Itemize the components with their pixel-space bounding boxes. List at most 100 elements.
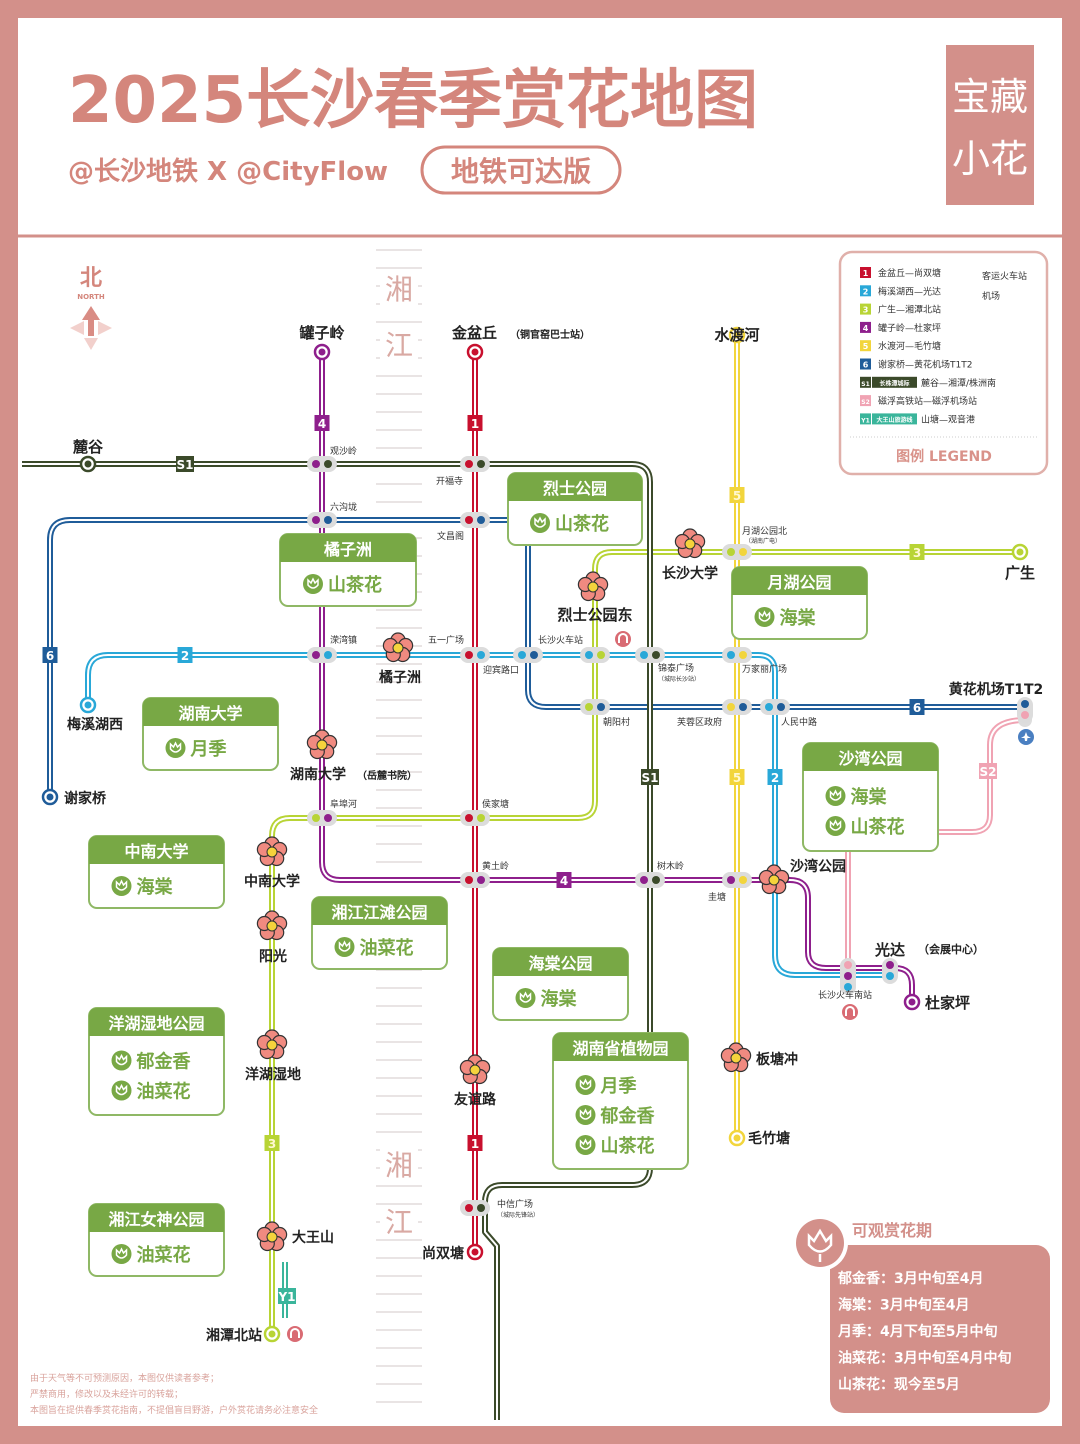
interchange-station[interactable]: [460, 872, 490, 888]
interchange-station[interactable]: [460, 647, 490, 663]
station-pill: [307, 647, 337, 663]
river-label-bg: [380, 329, 418, 361]
interchange-station[interactable]: [635, 872, 665, 888]
interchange-station[interactable]: [460, 810, 490, 826]
period-item: 山茶花：现今至5月: [838, 1376, 960, 1393]
legend-icon-label: 机场: [982, 290, 1000, 302]
legend-route: 磁浮高铁站—磁浮机场站: [878, 395, 977, 407]
station-pill: [460, 512, 490, 528]
station-pill: [460, 872, 490, 888]
interchange-station[interactable]: [722, 647, 752, 663]
park-flower: 油菜花: [137, 1244, 191, 1266]
station-dot: [727, 703, 735, 711]
station-pill: [635, 872, 665, 888]
interchange-station[interactable]: [460, 1200, 490, 1216]
north-arrow-icon: [82, 306, 100, 336]
flower-center: [266, 920, 278, 932]
interchange-station[interactable]: [635, 647, 665, 663]
interchange-station[interactable]: [882, 958, 898, 984]
tulip-glyph: [169, 741, 182, 753]
flower-spot-icon: [382, 632, 414, 663]
station-dot: [324, 814, 332, 822]
terminal-dot: [733, 331, 741, 339]
park-flower: 山茶花: [601, 1135, 655, 1157]
line-badge-number: 6: [46, 649, 54, 663]
interchange-station[interactable]: [580, 699, 610, 715]
station-label: 溁湾镇: [330, 634, 357, 646]
flower-spot-label: 洋湖湿地: [245, 1066, 301, 1083]
interchange-station[interactable]: [722, 699, 752, 715]
park-name: 湖南省植物园: [572, 1039, 668, 1058]
legend-badge: [860, 413, 871, 425]
station-label: 阜埠河: [330, 798, 357, 810]
station-label: 观沙岭: [330, 445, 357, 457]
flower-spot-icon: [720, 1042, 752, 1073]
interchange-station[interactable]: [580, 647, 610, 663]
park-card-header: [803, 743, 938, 771]
interchange-station[interactable]: [1017, 697, 1033, 723]
interchange-station[interactable]: [513, 647, 543, 663]
park-flower: 海棠: [780, 607, 817, 629]
interchange-station[interactable]: [840, 958, 856, 995]
interchange-station[interactable]: [760, 699, 790, 715]
legend-badge: [860, 340, 871, 352]
interchange-station[interactable]: [460, 512, 490, 528]
line-badge: [767, 769, 783, 785]
legend-icon-label: 客运火车站: [982, 270, 1027, 282]
station-pill: [580, 699, 610, 715]
line-badge: [314, 415, 330, 431]
legend-route: 罐子岭—杜家坪: [878, 322, 941, 334]
station-dot: [597, 703, 605, 711]
terminal-dot: [908, 998, 916, 1006]
terminal-dot: [84, 701, 92, 709]
disclaimer-line: 由于天气等不可预测原因，本图仅供读者参考；: [30, 1372, 219, 1384]
flower-center: [587, 581, 599, 593]
line-badge-number: S1: [177, 458, 194, 472]
station-pill: [635, 647, 665, 663]
station-dot: [477, 814, 485, 822]
tulip-icon: [575, 1075, 596, 1095]
park-card-header: [553, 1033, 688, 1061]
interchange-station[interactable]: [460, 456, 490, 472]
station-dot: [518, 651, 526, 659]
tulip-icon: [111, 1080, 132, 1101]
river-label-bg: [380, 1149, 418, 1181]
station-dot: [739, 703, 747, 711]
interchange-station[interactable]: [307, 456, 337, 472]
interchange-station[interactable]: [722, 872, 752, 888]
interchange-station[interactable]: [307, 512, 337, 528]
interchange-station[interactable]: [307, 810, 337, 826]
tulip-icon: [303, 574, 323, 594]
station-dot: [465, 460, 473, 468]
flower-spot-label: 板塘冲: [756, 1051, 798, 1068]
station-dot: [465, 876, 473, 884]
terminal-dot: [471, 1248, 479, 1256]
interchange-station[interactable]: [722, 544, 752, 560]
flower-spots: 橘子洲湖南大学（岳麓书院）中南大学阳光洋湖湿地大王山友谊路烈士公园东长沙大学沙湾…: [244, 528, 846, 1252]
station-label: 六沟垅: [330, 501, 357, 513]
legend-badge-number: Y1: [860, 417, 870, 424]
park-flower: 山茶花: [851, 816, 905, 838]
tulip-glyph: [307, 577, 319, 589]
terminal-dot: [268, 1330, 276, 1338]
tulip-icon: [515, 988, 536, 1008]
flower-spot-icon: [256, 1221, 288, 1252]
legend-badge: [860, 267, 871, 278]
interchange-station[interactable]: [307, 647, 337, 663]
